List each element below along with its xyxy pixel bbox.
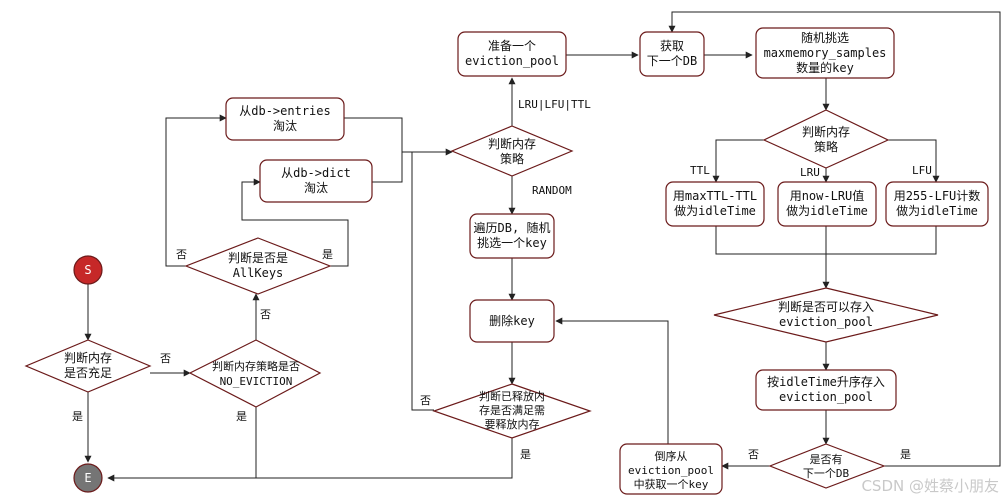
label-no-released: 否 xyxy=(420,394,431,407)
label-no-enough: 否 xyxy=(160,352,171,365)
edge-released-no xyxy=(411,152,434,411)
from-entries-box xyxy=(225,97,345,141)
check-can-store-diamond xyxy=(713,287,939,343)
delete-key-text: 删除key xyxy=(489,313,535,328)
prepare-pool-box xyxy=(457,31,567,77)
edge-dict-to-strategy xyxy=(372,152,403,183)
reverse-pick-box xyxy=(619,443,723,495)
check-enough-diamond xyxy=(24,339,152,393)
end-node xyxy=(73,463,103,493)
edge-allkeys-to-dict xyxy=(241,178,349,267)
edges xyxy=(84,11,1001,482)
edge-entries-to-strategy xyxy=(344,117,453,156)
random-pick-box xyxy=(469,213,555,259)
random-sample-box xyxy=(755,27,895,79)
check-allkeys-diamond xyxy=(184,237,332,295)
label-lfu: LFU xyxy=(912,164,932,177)
lru-box-text: 用now-LRU值做为idleTime xyxy=(786,188,868,218)
label-no-next-db: 否 xyxy=(748,448,759,461)
lfu-box xyxy=(885,181,989,227)
check-no-eviction-diamond xyxy=(188,339,322,408)
from-dict-box xyxy=(259,159,373,203)
check-released-text: 判断已释放内存是否满足需要释放内存 xyxy=(479,389,545,431)
label-lru: LRU xyxy=(800,166,820,179)
edge-released-yes xyxy=(108,438,513,479)
get-next-db-text: 获取下一个DB xyxy=(647,39,697,68)
edge-no-eviction-to-end xyxy=(107,407,257,482)
check-strategy2-text: 判断内存策略 xyxy=(802,124,850,154)
edge-strategy2-to-lfu xyxy=(888,139,940,183)
label-yes-allkeys: 是 xyxy=(322,248,333,261)
check-enough-text: 判断内存是否充足 xyxy=(64,350,112,380)
check-next-db-diamond xyxy=(768,443,886,489)
label-yes-next-db: 是 xyxy=(900,448,911,461)
check-strategy-text: 判断内存策略 xyxy=(488,136,536,166)
check-released-diamond xyxy=(432,383,592,439)
edge-next-db-yes xyxy=(668,11,1001,467)
lfu-box-text: 用255-LFU计数做为idleTime xyxy=(894,188,981,218)
label-no-allkeys: 否 xyxy=(176,248,187,261)
label-yes-released: 是 xyxy=(520,448,531,461)
label-ttl: TTL xyxy=(690,164,710,177)
lru-box xyxy=(777,181,877,227)
edge-reverse-to-delete xyxy=(555,317,669,444)
label-yes-no-eviction: 是 xyxy=(236,410,247,423)
label-lru-lfu-ttl: LRU|LFU|TTL xyxy=(518,98,591,111)
delete-key-box xyxy=(469,299,555,343)
check-next-db-text: 是否有下一个DB xyxy=(803,452,850,480)
ttl-box xyxy=(665,181,765,227)
start-node xyxy=(73,255,103,285)
edge-allkeys-to-entries xyxy=(165,114,227,267)
edge-strategy2-to-ttl xyxy=(712,139,764,183)
get-next-db-box xyxy=(639,31,705,77)
watermark: CSDN @姓蔡小朋友 xyxy=(861,477,999,495)
label-random: RANDOM xyxy=(532,184,572,197)
check-strategy-diamond xyxy=(450,125,574,177)
end-label: E xyxy=(84,471,91,485)
label-yes-enough: 是 xyxy=(72,410,83,423)
check-strategy2-diamond xyxy=(762,109,890,169)
start-label: S xyxy=(84,263,91,277)
random-pick-text: 遍历DB, 随机挑选一个key xyxy=(474,220,551,250)
label-no-no-eviction: 否 xyxy=(260,308,271,321)
nodes xyxy=(24,27,989,495)
store-pool-box xyxy=(755,369,897,411)
